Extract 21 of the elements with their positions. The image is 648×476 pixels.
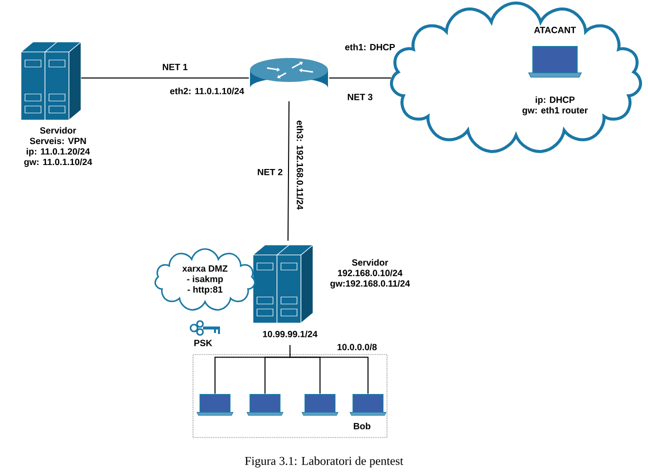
node-title: ATACANT [534, 26, 576, 34]
interface-label: eth2: 11.0.1.10/24 [170, 88, 244, 94]
laptop-drawing [196, 394, 234, 416]
network-link [288, 100, 290, 242]
edge-label: NET 2 [256, 168, 284, 176]
interface-label: 10.99.99.1/24 [263, 330, 318, 338]
server-label: Servidor 192.168.0.10/24 gw:192.168.0.11/24 [330, 259, 410, 288]
server-label: Servidor Serveis: VPN ip: 11.0.1.20/24 gw: 11.0.1.10/24 [24, 127, 92, 167]
edge-label: NET 3 [346, 92, 374, 102]
interface-label: Bob [354, 422, 370, 430]
node-text: ip: DHCP gw: eth1 router [522, 96, 588, 116]
key-label: PSK [194, 340, 212, 346]
cloud-text: xarxa DMZ - isakmp - http:81 [182, 265, 228, 294]
interface-label: 10.0.0.0/8 [338, 344, 377, 350]
laptop-drawing [302, 394, 338, 416]
edge-label: NET 1 [161, 62, 189, 72]
interface-label: eth1: DHCP [345, 44, 395, 50]
interface-label: eth3: 192.168.0.11/24 [296, 120, 304, 210]
laptop-drawing [246, 394, 284, 416]
network-link [290, 344, 368, 394]
caption: Figura 3.1: Laboratori de pentest [245, 456, 404, 468]
